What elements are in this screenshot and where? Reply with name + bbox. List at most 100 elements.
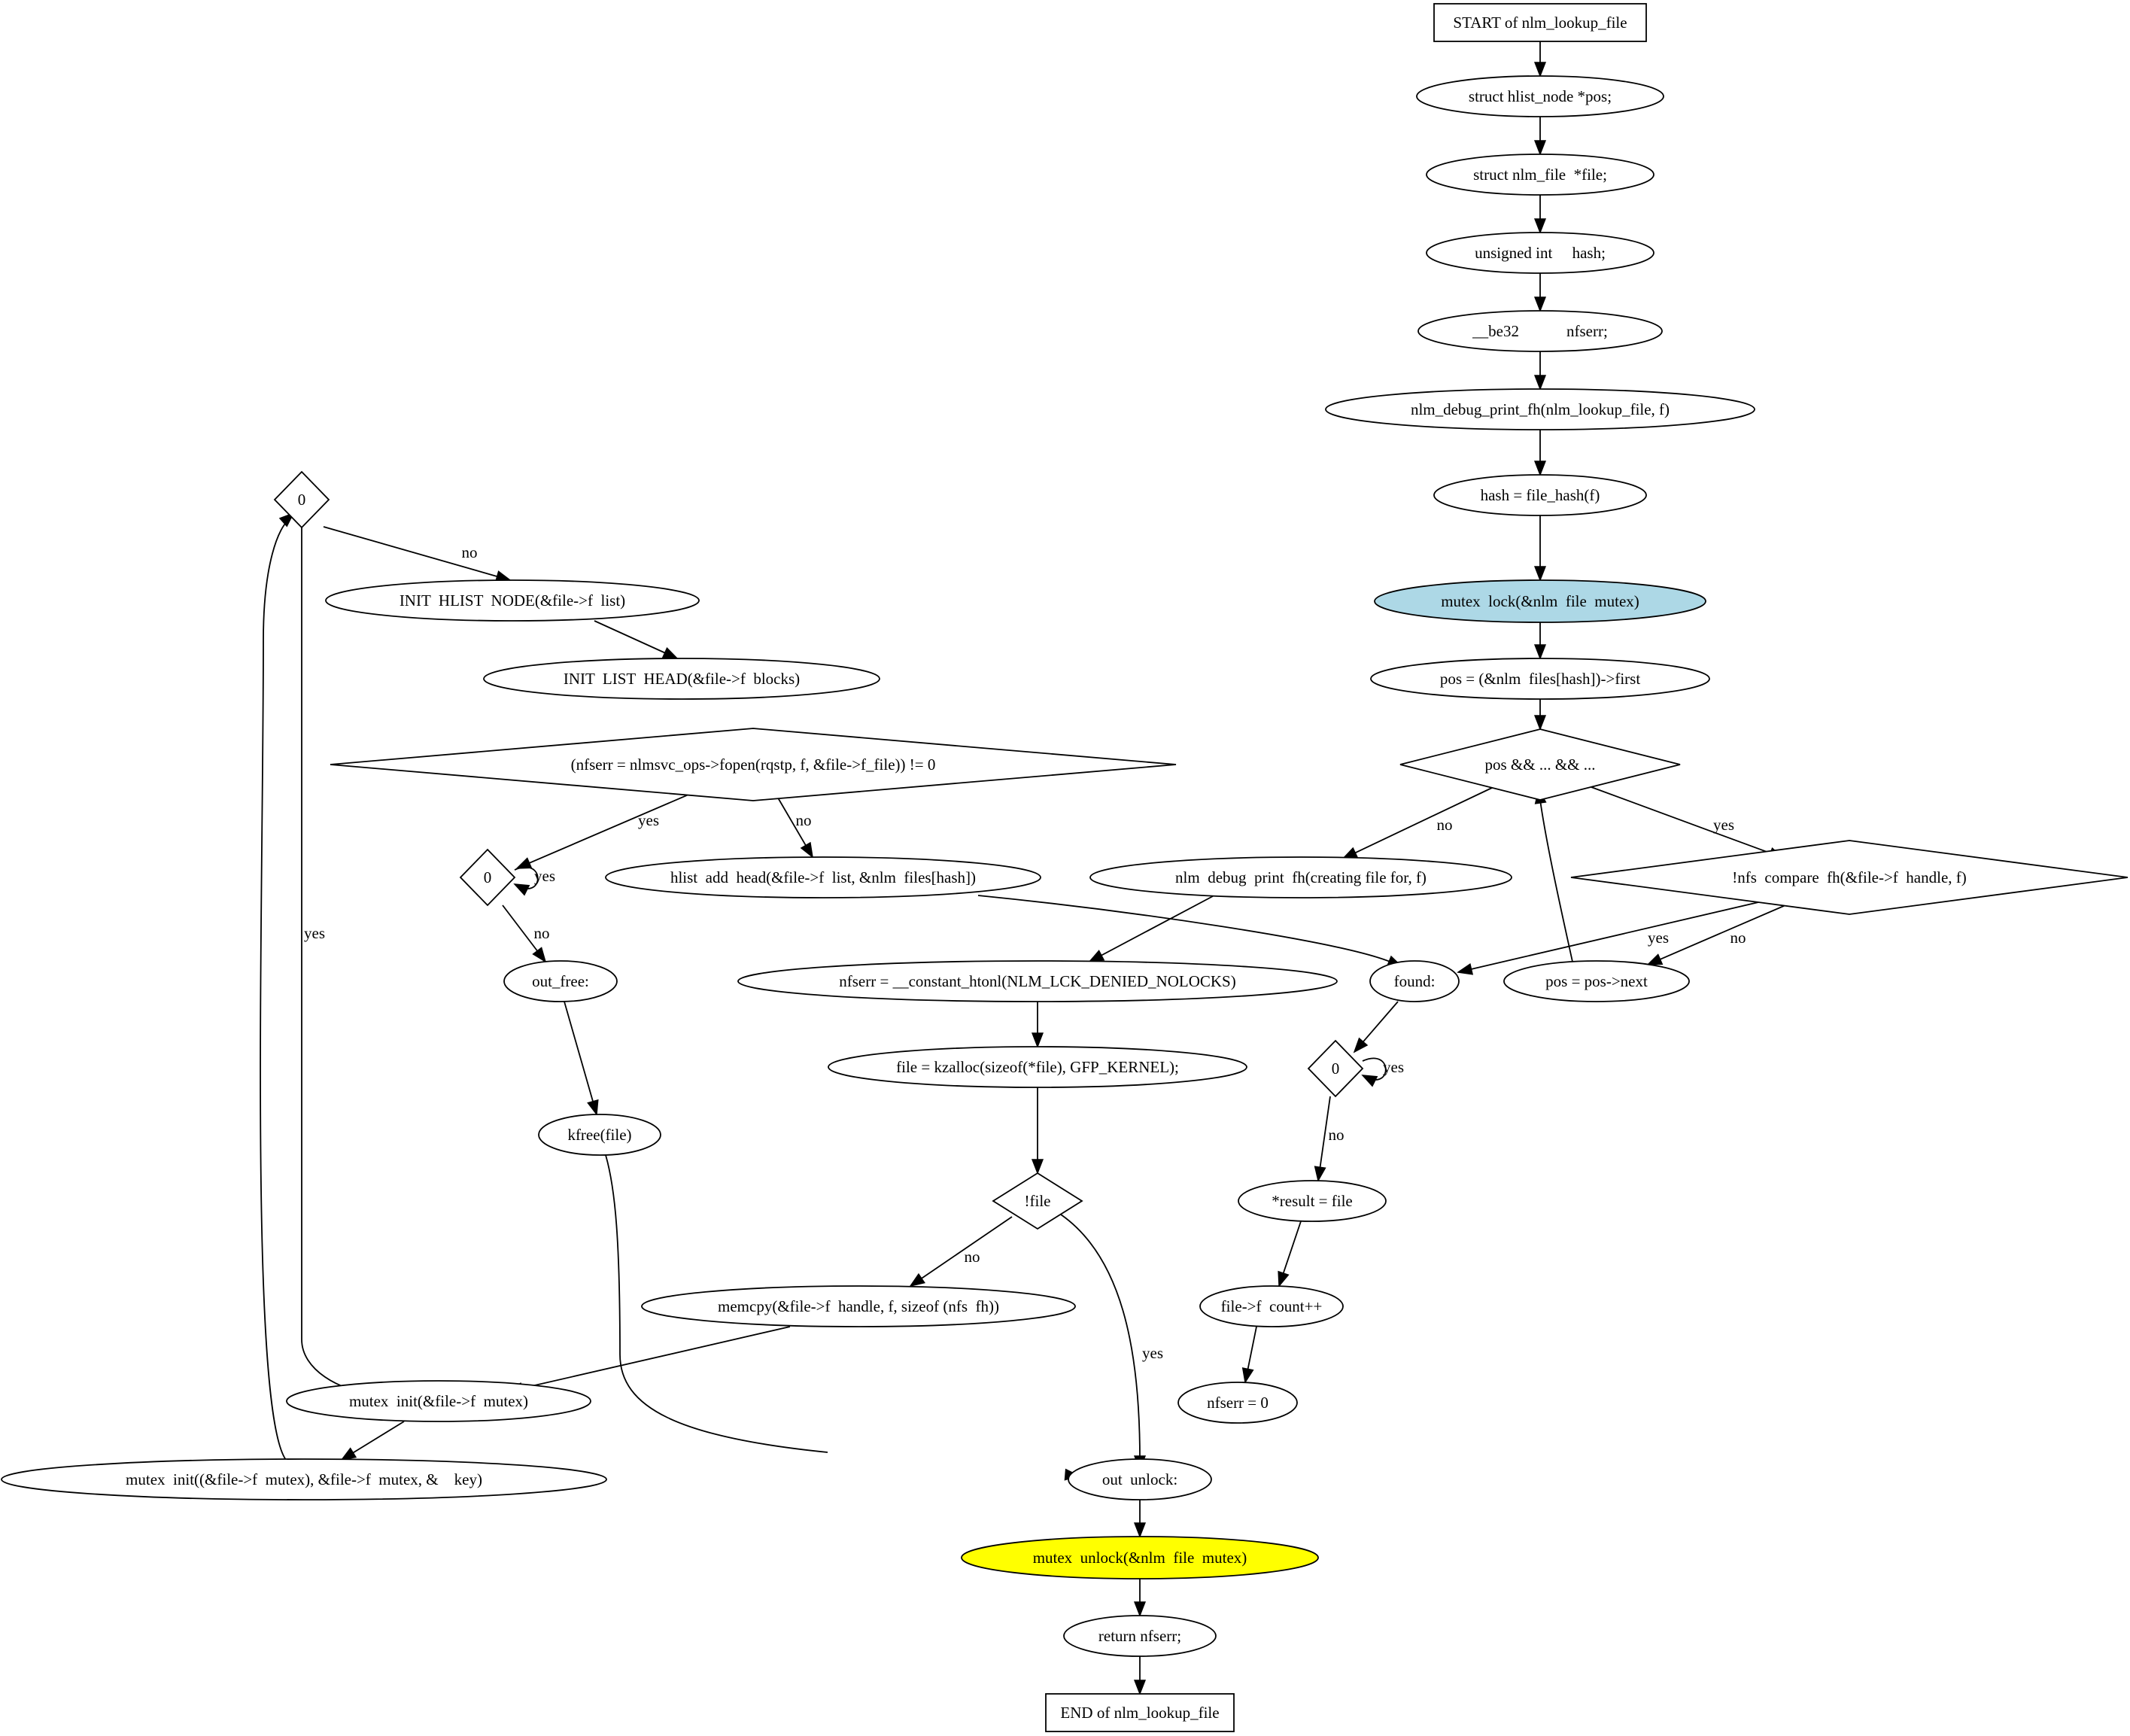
edge-e21: yes (1060, 1214, 1163, 1471)
arrowhead-e22 (1031, 1159, 1044, 1175)
node-start: START of nlm_lookup_file (1433, 3, 1647, 42)
edge-line-e25 (1247, 1326, 1257, 1371)
edge-e8 (1533, 622, 1547, 660)
arrowhead-e31 (515, 857, 533, 869)
node-shape-diamond (1570, 840, 2128, 915)
node-end: END of nlm_lookup_file (1045, 1693, 1235, 1732)
edge-e14: no (1646, 902, 1791, 965)
node-shape-box (1045, 1693, 1235, 1732)
edge-label-e27: no (462, 543, 478, 561)
node-shape-diamond (459, 848, 516, 907)
node-zero-top: 0 (273, 470, 330, 529)
node-label: mutex unlock(&nlm file mutex) (1033, 1549, 1247, 1567)
edge-label-e11: yes (1713, 816, 1734, 834)
edge-line-e23 (1282, 1221, 1302, 1275)
node-shape-ellipse (1370, 658, 1710, 700)
edge-label-e31: yes (638, 811, 659, 829)
edge-e32: no (773, 789, 813, 859)
edge-line-e32 (773, 789, 807, 847)
edge-e10: no (1342, 786, 1494, 859)
node-label: mutex init(&file->f mutex) (349, 1392, 528, 1410)
node-label: INIT LIST HEAD(&file->f blocks) (564, 670, 800, 688)
node-label: hlist add head(&file->f list, &nlm files… (670, 868, 976, 886)
arrowhead-e4 (1533, 296, 1547, 312)
edge-e33: yes (513, 866, 555, 896)
edge-e13: yes (1457, 899, 1769, 975)
edge-line-e12 (1099, 895, 1214, 957)
node-shape-ellipse (1199, 1285, 1344, 1327)
node-label: nfserr = 0 (1207, 1394, 1269, 1412)
node-label: out_free: (532, 972, 589, 990)
arrowhead-e23 (1278, 1270, 1290, 1288)
arrowhead-e3 (1533, 218, 1547, 234)
node-loop-cond: pos && ... && ... (1399, 728, 1681, 801)
edge-line-e35 (977, 895, 1393, 963)
node-label: out unlock: (1102, 1470, 1177, 1488)
edge-line-e31 (527, 789, 700, 865)
node-label: __be32 nfserr; (1472, 322, 1608, 340)
node-hash-decl: unsigned int hash; (1426, 232, 1654, 274)
node-nfserr-zero: nfserr = 0 (1177, 1382, 1298, 1424)
edge-label-e19: no (1329, 1126, 1345, 1144)
edge-e36 (564, 1001, 599, 1116)
node-zero-mid: 0 (459, 848, 516, 907)
node-label: pos = pos->next (1545, 972, 1648, 990)
node-label: mutex init((&file->f mutex), &file->f mu… (126, 1470, 482, 1488)
arrowhead-e8 (1533, 644, 1547, 660)
arrowhead-e14 (1646, 953, 1664, 965)
node-shape-ellipse (1433, 474, 1647, 516)
node-memcpy: memcpy(&file->f handle, f, sizeof (nfs f… (641, 1285, 1076, 1327)
node-init-list-head: INIT LIST HEAD(&file->f blocks) (483, 658, 880, 700)
node-mutex-unlock: mutex unlock(&nlm file mutex) (961, 1536, 1319, 1579)
node-pos-first: pos = (&nlm files[hash])->first (1370, 658, 1710, 700)
edge-e24 (507, 1326, 791, 1394)
node-shape-diamond (273, 470, 330, 529)
arrowhead-e1 (1533, 62, 1547, 78)
edge-line-e21 (1060, 1214, 1141, 1460)
arrowhead-e20 (909, 1272, 925, 1288)
node-shape-ellipse (1417, 310, 1663, 352)
node-label: 0 (298, 491, 306, 509)
node-label: 0 (484, 868, 492, 886)
edge-line-e19 (1319, 1096, 1331, 1169)
edge-e16 (1031, 1002, 1044, 1048)
edge-e4 (1533, 273, 1547, 312)
node-shape-ellipse (828, 1046, 1247, 1088)
node-count-inc: file->f count++ (1199, 1285, 1344, 1327)
edge-e5 (1533, 351, 1547, 391)
node-shape-diamond (1307, 1039, 1364, 1098)
node-label: mutex lock(&nlm file mutex) (1441, 592, 1639, 610)
edge-label-e28: yes (304, 924, 325, 942)
edge-line-e15 (1539, 799, 1573, 962)
node-mutex-lock: mutex lock(&nlm file mutex) (1374, 579, 1706, 623)
node-label: 0 (1332, 1060, 1340, 1078)
node-debug-print: nlm_debug_print_fh(nlm_lookup_file, f) (1325, 388, 1755, 430)
node-found: found: (1369, 960, 1460, 1002)
node-label: pos = (&nlm files[hash])->first (1440, 670, 1640, 688)
node-shape-ellipse (1177, 1382, 1298, 1424)
arrowhead-e34 (532, 947, 547, 963)
edge-e35 (977, 895, 1403, 968)
edge-label-e10: no (1437, 816, 1453, 834)
node-shape-ellipse (1426, 232, 1654, 274)
edge-line-e37 (605, 1154, 828, 1453)
edge-label-e21: yes (1142, 1344, 1163, 1362)
edge-line-e10 (1354, 786, 1494, 854)
node-mutex-init: mutex init(&file->f mutex) (286, 1380, 591, 1422)
edge-e30 (594, 620, 679, 659)
arrowhead-e5 (1533, 375, 1547, 391)
node-shape-diamond (330, 728, 1177, 801)
edge-line-e24 (520, 1326, 791, 1390)
arrowhead-e30 (661, 646, 679, 659)
node-shape-ellipse (1068, 1458, 1212, 1500)
edge-line-e36 (564, 1001, 594, 1103)
node-shape-diamond (1399, 728, 1681, 801)
edge-e3 (1533, 195, 1547, 234)
edge-e25 (1241, 1326, 1257, 1384)
node-return: return nfserr; (1063, 1615, 1217, 1657)
node-label: hash = file_hash(f) (1481, 486, 1600, 504)
arrowhead-e26 (340, 1447, 357, 1461)
node-label: nfserr = __constant_htonl(NLM_LCK_DENIED… (839, 972, 1235, 990)
